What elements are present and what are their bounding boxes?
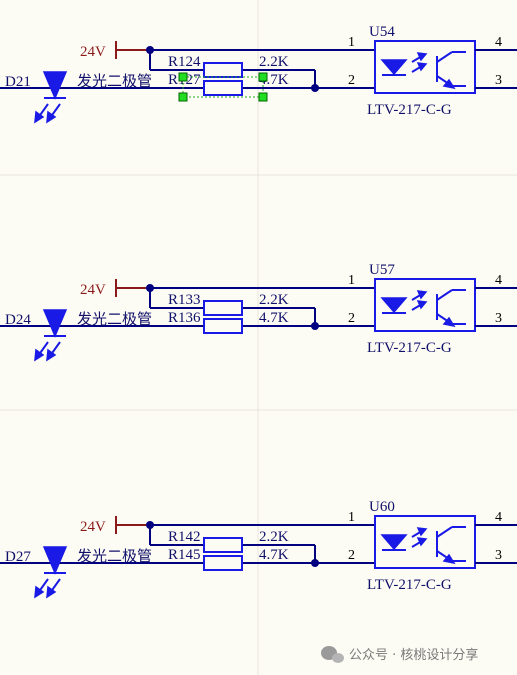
selection-outline [182, 76, 264, 98]
pin-number: 2 [348, 311, 355, 326]
diode-triangle [42, 71, 68, 100]
pin-number: 2 [348, 548, 355, 563]
opto-light-arrowhead [416, 62, 428, 72]
optocoupler-body [374, 515, 476, 569]
resistor-body [203, 62, 243, 78]
selection-handle [178, 72, 188, 82]
diode-light-arrowhead [34, 348, 45, 362]
pin-number: 4 [495, 35, 502, 50]
opto-led [380, 534, 408, 551]
optocoupler-body [374, 278, 476, 332]
opto-led [380, 297, 408, 314]
resistor-value: 4.7K [259, 310, 289, 326]
resistor-value: 2.2K [259, 529, 289, 545]
resistor-body [203, 318, 243, 334]
diode-light-arrowhead [46, 348, 57, 362]
diode-ref: D21 [5, 74, 31, 90]
watermark: 公众号 · 核桃设计分享 [321, 646, 478, 663]
optocoupler-part: LTV-217-C-G [367, 577, 452, 593]
resistor-body [203, 80, 243, 96]
opto-transistor-collector [436, 289, 453, 301]
diode-ref: D24 [5, 312, 31, 328]
diode-triangle [42, 546, 68, 575]
resistor-ref: R133 [168, 292, 201, 308]
selection-handle [178, 92, 188, 102]
power-label: 24V [80, 282, 106, 298]
optocoupler-body [374, 40, 476, 94]
diode-light-arrowhead [34, 110, 45, 124]
resistor-ref: R124 [168, 54, 201, 70]
pin-number: 2 [348, 73, 355, 88]
opto-light-arrowhead [416, 300, 428, 310]
opto-transistor-arrow [442, 553, 456, 565]
power-label: 24V [80, 519, 106, 535]
optocoupler-ref: U57 [369, 262, 395, 278]
opto-transistor-collector [436, 51, 453, 63]
pin-number: 3 [495, 311, 502, 326]
resistor-value: 2.2K [259, 54, 289, 70]
optocoupler-ref: U60 [369, 499, 395, 515]
resistor-body [203, 537, 243, 553]
diode-light-arrowhead [46, 110, 57, 124]
diode-ref: D27 [5, 549, 31, 565]
diode-triangle [42, 309, 68, 338]
diode-light-arrowhead [46, 585, 57, 599]
pin-number: 4 [495, 510, 502, 525]
resistor-ref: R142 [168, 529, 201, 545]
pin-number: 1 [348, 35, 355, 50]
resistor-value: 2.2K [259, 292, 289, 308]
selection-handle [258, 72, 268, 82]
circuit-block: 24V R133 2.2K R136 4.7K D24 发光二极管 U57LTV-217-C-… [0, 262, 517, 362]
diode-label: 发光二极管 [77, 72, 152, 90]
optocoupler-ref: U54 [369, 24, 395, 40]
wechat-icon-bubble [332, 653, 344, 663]
circuit-block: 24VR1242.2KR1274.7KD21发光二极管U54LTV-217-C-… [0, 24, 517, 124]
opto-transistor-arrow [442, 78, 456, 90]
resistor-body [203, 300, 243, 316]
resistor-body [203, 555, 243, 571]
diode-label: 发光二极管 [77, 547, 152, 565]
opto-light-arrowhead [416, 290, 428, 300]
opto-light-arrowhead [416, 527, 428, 537]
resistor-ref: R145 [168, 547, 201, 563]
resistor-value: 4.7K [259, 547, 289, 563]
opto-transistor-arrow [442, 316, 456, 328]
pin-number: 1 [348, 510, 355, 525]
opto-light-arrowhead [416, 537, 428, 547]
pin-number: 1 [348, 273, 355, 288]
diode-light-arrowhead [34, 585, 45, 599]
optocoupler-part: LTV-217-C-G [367, 340, 452, 356]
power-label: 24V [80, 44, 106, 60]
diode-label: 发光二极管 [77, 310, 152, 328]
selection-handle [258, 92, 268, 102]
pin-number: 3 [495, 73, 502, 88]
circuit-block: 24V R142 2.2K R145 4.7K D27 发光二极管 U60LTV-217-C-… [0, 499, 517, 599]
pin-number: 3 [495, 548, 502, 563]
optocoupler-part: LTV-217-C-G [367, 102, 452, 118]
opto-led [380, 59, 408, 76]
watermark-text: 公众号 · 核桃设计分享 [349, 647, 478, 663]
opto-transistor-collector [436, 526, 453, 538]
resistor-ref: R136 [168, 310, 201, 326]
opto-light-arrowhead [416, 52, 428, 62]
pin-number: 4 [495, 273, 502, 288]
